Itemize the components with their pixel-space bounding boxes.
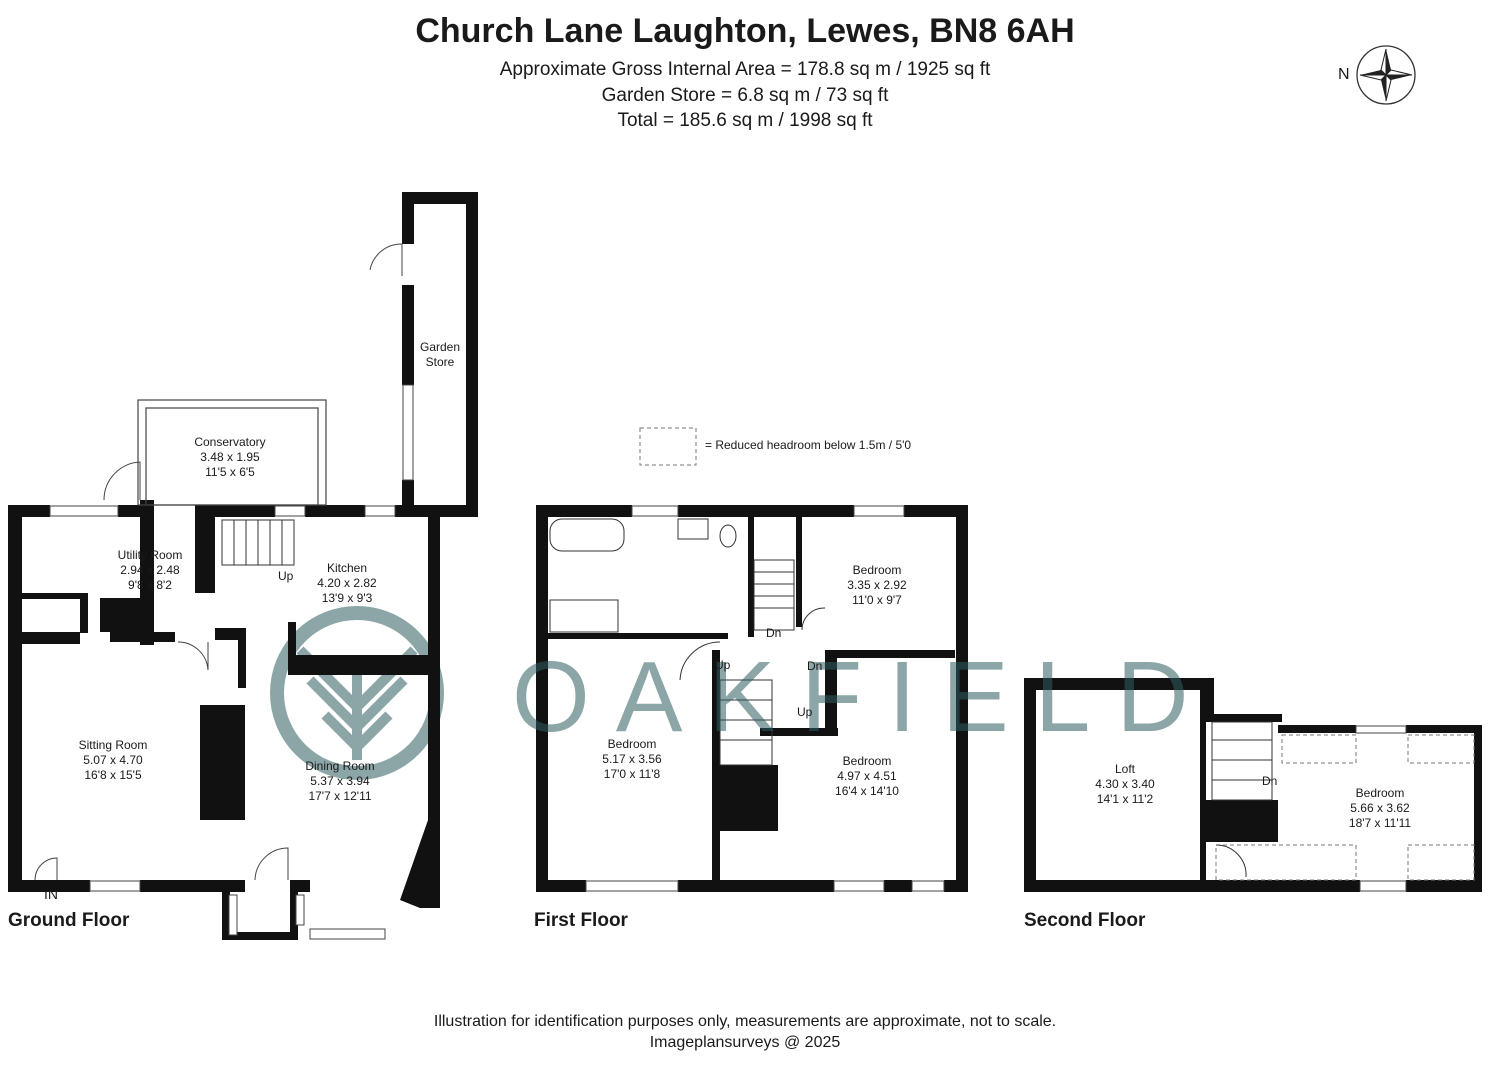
second-floor-windows bbox=[1355, 725, 1407, 892]
reduced-headroom-areas bbox=[1215, 734, 1475, 881]
room-bedroom-first-se: Bedroom 4.97 x 4.51 16'4 x 14'10 bbox=[835, 754, 899, 798]
gross-area: Approximate Gross Internal Area = 178.8 … bbox=[499, 59, 991, 80]
first-stairs-dn-label-2: Dn bbox=[807, 659, 823, 673]
compass-rose-icon bbox=[1356, 45, 1416, 105]
disclaimer-text: Illustration for identification purposes… bbox=[433, 1013, 1057, 1030]
entry-label: IN bbox=[44, 886, 58, 902]
ground-stairs bbox=[221, 519, 295, 566]
second-floor-walls bbox=[1024, 678, 1482, 892]
second-floor-label: Second Floor bbox=[1024, 910, 1146, 931]
credit-text: Imageplansurveys @ 2025 bbox=[649, 1034, 841, 1051]
first-floor-windows bbox=[585, 505, 945, 892]
second-floor-stairs bbox=[1211, 721, 1273, 878]
walls bbox=[8, 192, 478, 940]
room-dining: Dining Room 5.37 x 3.94 17'7 x 12'11 bbox=[305, 759, 375, 803]
reduced-headroom-legend-box bbox=[639, 427, 697, 466]
garden-store-area: Garden Store = 6.8 sq m / 73 sq ft bbox=[601, 85, 889, 106]
room-kitchen: Kitchen 4.20 x 2.82 13'9 x 9'3 bbox=[317, 561, 377, 605]
room-bedroom-first-w: Bedroom 5.17 x 3.56 17'0 x 11'8 bbox=[602, 737, 662, 781]
ground-stairs-up-label: Up bbox=[278, 569, 294, 583]
plan-title: Church Lane Laughton, Lewes, BN8 6AH bbox=[415, 12, 1075, 50]
reduced-headroom-legend-text: = Reduced headroom below 1.5m / 5'0 bbox=[705, 438, 912, 452]
room-conservatory: Conservatory 3.48 x 1.95 11'5 x 6'5 bbox=[194, 435, 266, 479]
door-swings bbox=[34, 243, 403, 881]
total-area: Total = 185.6 sq m / 1998 sq ft bbox=[617, 110, 873, 131]
compass-north-label: N bbox=[1338, 66, 1350, 83]
first-stairs-up-label: Up bbox=[715, 658, 731, 672]
second-stairs-dn-label: Dn bbox=[1262, 774, 1278, 788]
ground-floor-label: Ground Floor bbox=[8, 910, 130, 931]
first-floor-label: First Floor bbox=[534, 910, 628, 931]
room-garden-store: Garden Store bbox=[419, 340, 461, 369]
room-utility: Utility Room 2.94 x 2.48 9'8 x 8'2 bbox=[117, 548, 183, 592]
conservatory-outline bbox=[137, 399, 327, 506]
room-loft: Loft 4.30 x 3.40 14'1 x 11'2 bbox=[1095, 762, 1155, 806]
watermark-logo bbox=[270, 606, 444, 780]
first-stairs-up-label-2: Up bbox=[797, 705, 813, 719]
watermark-text: OAKFIELD bbox=[512, 641, 1215, 753]
room-sitting: Sitting Room 5.07 x 4.70 16'8 x 15'5 bbox=[78, 738, 148, 782]
ground-windows bbox=[49, 384, 414, 940]
room-bedroom-first-ne: Bedroom 3.35 x 2.92 11'0 x 9'7 bbox=[847, 563, 907, 607]
first-stairs-dn-label: Dn bbox=[766, 626, 782, 640]
first-floor-walls bbox=[536, 505, 968, 892]
room-bedroom-second: Bedroom 5.66 x 3.62 18'7 x 11'11 bbox=[1348, 786, 1412, 830]
first-floor-fixtures bbox=[549, 518, 826, 766]
